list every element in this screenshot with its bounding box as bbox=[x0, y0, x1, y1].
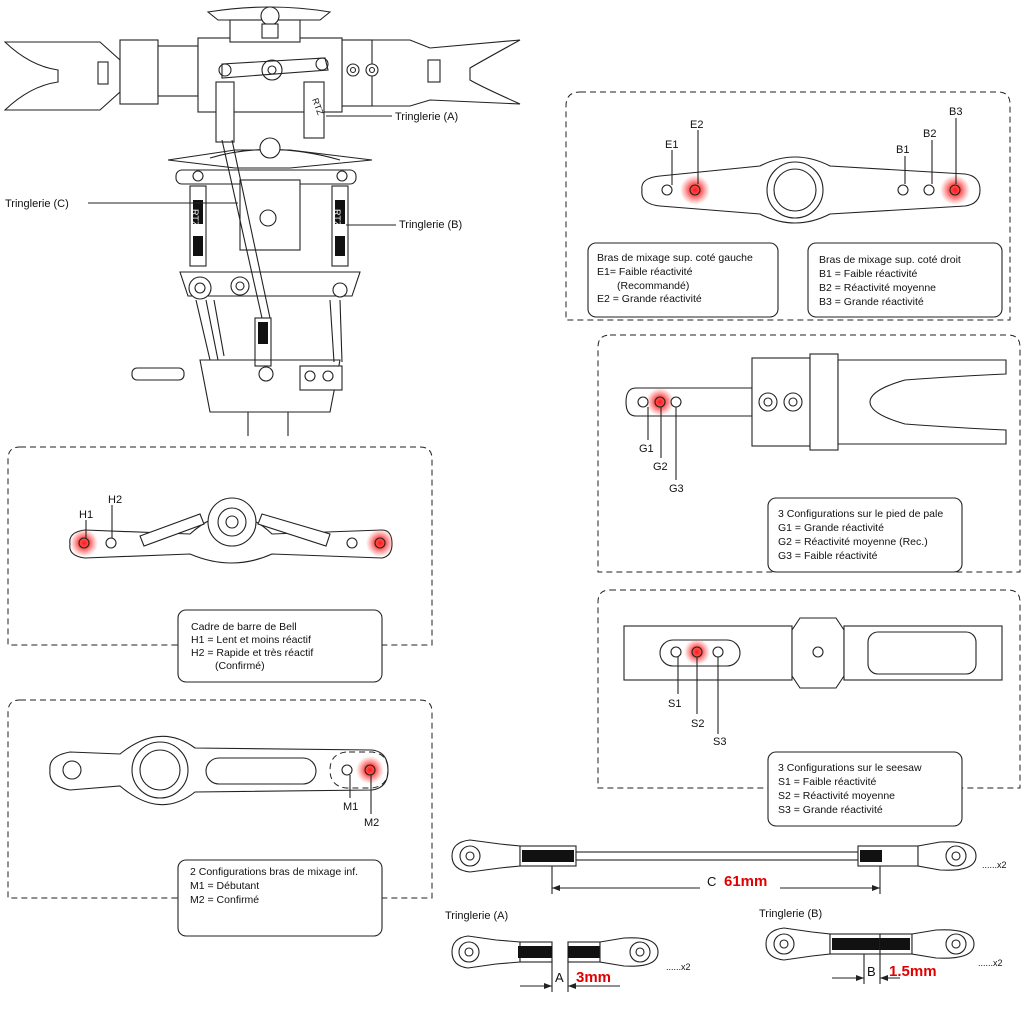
rod-b-count: ......x2 bbox=[978, 958, 1003, 968]
hole-e1-label: E1 bbox=[665, 139, 678, 151]
hole-s3-label: S3 bbox=[713, 736, 726, 748]
hole-g2-label: G2 bbox=[653, 461, 668, 473]
upper-mixing-arm-panel bbox=[565, 91, 1011, 321]
hole-b2-label: B2 bbox=[923, 128, 936, 140]
bell-caption-title: Cadre de barre de Bell bbox=[191, 621, 297, 633]
rod-a-title: Tringlerie (A) bbox=[445, 910, 508, 922]
hole-e2-label: E2 bbox=[690, 119, 703, 131]
hole-b1-label: B1 bbox=[896, 144, 909, 156]
svg-text:RTZ: RTZ bbox=[190, 209, 200, 227]
grip-caption-g3: G3 = Faible réactivité bbox=[778, 550, 878, 562]
rod-c-length: 61mm bbox=[724, 873, 767, 890]
lower-caption-title: 2 Configurations bras de mixage inf. bbox=[190, 866, 358, 878]
right-arm-caption-b3: B3 = Grande réactivité bbox=[819, 296, 924, 308]
right-arm-caption-b1: B1 = Faible réactivité bbox=[819, 268, 918, 280]
rod-a-gap: 3mm bbox=[576, 969, 611, 986]
rod-a-count: ......x2 bbox=[666, 962, 691, 972]
bell-caption-confirmed: (Confirmé) bbox=[215, 660, 265, 672]
right-arm-caption-b2: B2 = Réactivité moyenne bbox=[819, 282, 936, 294]
seesaw-panel bbox=[597, 589, 1021, 827]
svg-text:RTZ: RTZ bbox=[332, 209, 342, 227]
bell-caption-h1: H1 = Lent et moins réactif bbox=[191, 634, 311, 646]
bell-frame-panel bbox=[7, 446, 433, 683]
left-arm-caption-e2: E2 = Grande réactivité bbox=[597, 293, 702, 305]
rod-b-drawing bbox=[765, 927, 975, 984]
seesaw-caption-title: 3 Configurations sur le seesaw bbox=[778, 762, 922, 774]
grip-caption-g2: G2 = Réactivité moyenne (Rec.) bbox=[778, 536, 928, 548]
blade-grip-panel bbox=[597, 334, 1021, 573]
rod-c-letter: C bbox=[707, 874, 716, 889]
left-arm-caption-e1: E1= Faible réactivité bbox=[597, 266, 693, 278]
grip-caption-g1: G1 = Grande réactivité bbox=[778, 522, 884, 534]
hole-m1-label: M1 bbox=[343, 801, 358, 813]
rod-c-count: ......x2 bbox=[982, 860, 1007, 870]
hole-g3-label: G3 bbox=[669, 483, 684, 495]
hole-s1-label: S1 bbox=[668, 698, 681, 710]
seesaw-caption-s1: S1 = Faible réactivité bbox=[778, 776, 877, 788]
grip-caption-title: 3 Configurations sur le pied de pale bbox=[778, 508, 943, 520]
right-arm-caption-title: Bras de mixage sup. coté droit bbox=[819, 254, 961, 266]
lower-mixing-arm-panel bbox=[7, 699, 433, 937]
rod-b-gap: 1.5mm bbox=[889, 963, 937, 980]
lower-caption-m2: M2 = Confirmé bbox=[190, 894, 259, 906]
lower-caption-m1: M1 = Débutant bbox=[190, 880, 259, 892]
rotor-head-illustration: RTZ RTZ RTZ bbox=[3, 6, 521, 436]
rod-a-drawing bbox=[451, 935, 659, 992]
rod-b-title: Tringlerie (B) bbox=[759, 908, 822, 920]
linkage-b-label: Tringlerie (B) bbox=[399, 219, 462, 231]
rod-a-letter: A bbox=[555, 970, 564, 985]
linkage-a-label: Tringlerie (A) bbox=[395, 111, 458, 123]
hole-m2-label: M2 bbox=[364, 817, 379, 829]
seesaw-caption-s2: S2 = Réactivité moyenne bbox=[778, 790, 895, 802]
hole-s2-label: S2 bbox=[691, 718, 704, 730]
hole-h1-label: H1 bbox=[79, 509, 93, 521]
hole-h2-label: H2 bbox=[108, 494, 122, 506]
bell-caption-h2: H2 = Rapide et très réactif bbox=[191, 647, 313, 659]
rod-b-letter: B bbox=[867, 964, 876, 979]
hole-b3-label: B3 bbox=[949, 106, 962, 118]
rod-c-drawing bbox=[451, 839, 977, 894]
hole-g1-label: G1 bbox=[639, 443, 654, 455]
linkage-c-label: Tringlerie (C) bbox=[5, 198, 69, 210]
left-arm-caption-rec: (Recommandé) bbox=[617, 280, 689, 292]
seesaw-caption-s3: S3 = Grande réactivité bbox=[778, 804, 883, 816]
left-arm-caption-title: Bras de mixage sup. coté gauche bbox=[597, 252, 753, 264]
